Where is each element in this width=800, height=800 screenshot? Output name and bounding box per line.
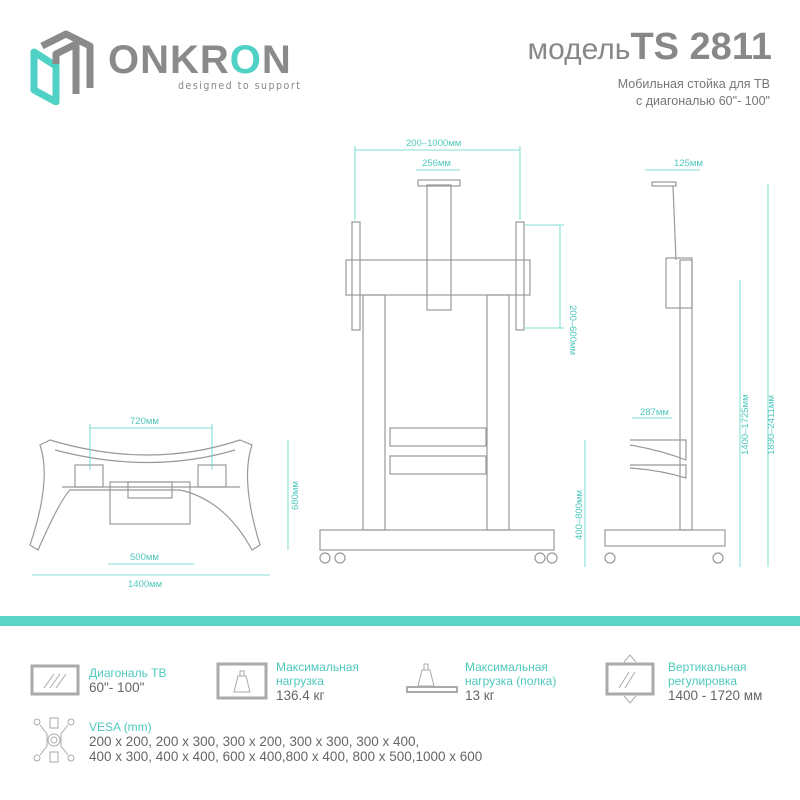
brand-name-part: ONKR [108, 38, 230, 82]
dim-side-total-height: 1890–2411мм [766, 395, 777, 455]
model-prefix: модель [527, 33, 631, 66]
spec-label: регулировка [668, 674, 738, 688]
side-view [604, 181, 726, 564]
product-subtitle: Мобильная стойка для ТВ с диагональю 60"-… [618, 76, 770, 110]
spec-value: 1400 - 1720 мм [668, 688, 763, 703]
dim-side-mount-height: 1400–1725мм [740, 394, 751, 455]
spec-label: Максимальная [276, 660, 359, 674]
dimension-lines [32, 146, 769, 576]
dim-side-shelf: 287мм [640, 407, 669, 418]
spec-value: 136.4 кг [276, 688, 325, 703]
accent-band [0, 616, 800, 626]
dim-front-top: 256мм [422, 158, 451, 169]
dim-side-top: 125мм [674, 158, 703, 169]
base-top-view [29, 439, 261, 551]
dim-base-inner: 720мм [130, 416, 159, 427]
dim-front-width: 200–1000мм [406, 138, 461, 149]
spec-label: Максимальная [465, 660, 548, 674]
tv-diagonal-icon [30, 664, 80, 696]
model-number: TS 2811 [630, 26, 772, 68]
dim-side-shelf-height: 400–800мм [574, 490, 585, 540]
dim-base-depth: 680мм [290, 481, 301, 510]
max-load-icon [216, 662, 268, 700]
spec-value: 13 кг [465, 688, 495, 703]
brand-tagline: designed to support [178, 80, 302, 92]
spec-label: нагрузка (полка) [465, 674, 557, 688]
vesa-label: VESA (mm) [89, 720, 152, 734]
subtitle-line: Мобильная стойка для ТВ [617, 77, 770, 91]
model-title: модельTS 2811 [527, 26, 772, 69]
dim-base-foot: 500мм [130, 552, 159, 563]
shelf-load-icon [406, 663, 458, 693]
vesa-values-line: 200 x 200, 200 x 300, 300 x 200, 300 x 3… [89, 734, 420, 749]
vesa-values-line: 400 x 300, 400 x 400, 600 x 400,800 x 40… [89, 749, 483, 764]
spec-label: Диагональ ТВ [89, 666, 167, 680]
dim-base-width: 1400мм [128, 579, 162, 590]
spec-label: Вертикальная [668, 660, 747, 674]
technical-drawing: 720мм 500мм 1400мм 680мм 200–1000мм 256м… [29, 138, 777, 590]
brand-name-o: O [229, 38, 262, 82]
dim-front-height: 200–600мм [567, 305, 578, 355]
onkron-logo-icon [30, 30, 94, 105]
vertical-adjust-icon [605, 654, 655, 704]
spec-value: 60"- 100" [89, 680, 145, 695]
vesa-icon [33, 717, 75, 763]
brand-name-part: N [261, 38, 292, 82]
subtitle-line: с диагональю 60"- 100" [636, 94, 770, 108]
front-view [319, 179, 558, 564]
brand-name: ONKRON [108, 38, 292, 83]
spec-label: нагрузка [276, 674, 324, 688]
spec-vesa: VESA (mm)200 x 200, 200 x 300, 300 x 200… [89, 720, 482, 764]
